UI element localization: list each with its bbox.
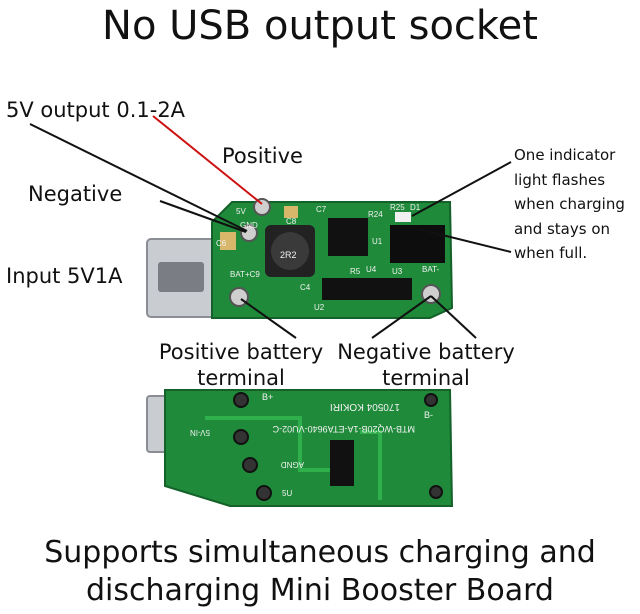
silk-kokiri: 170504 KOKIRI [330,401,400,412]
silk-u2: U2 [314,303,325,312]
silk-c7: C7 [316,205,327,214]
silk-r24: R24 [368,210,383,219]
bottom-pcb-body [164,389,454,507]
silk-gnd: GND [240,221,258,230]
positive-battery-line1: Positive battery [158,340,324,364]
bottom-caption-line1: Supports simultaneous charging and [44,535,596,570]
bottom-pcb: B+ B- 170504 KOKIRI MTB-WQ20B-1A-ETA9640… [146,389,454,507]
silk-d1: D1 [410,203,421,212]
pointer-indicator-top [411,161,512,217]
silk-agnd: AGND [281,460,304,469]
pad-in [233,429,249,445]
indicator-note-line: when full. [514,244,588,262]
pad-b-plus [233,392,249,408]
indicator-display [390,225,445,263]
capacitor-c6 [220,232,236,250]
pad-agnd [242,457,258,473]
negative-battery-label: Negative battery terminal [332,339,520,391]
indicator-note-line: One indicator [514,146,616,164]
pointer-positive [152,115,263,205]
silk-c8: C8 [286,217,297,226]
silk-b-minus: B- [424,410,433,420]
negative-battery-line1: Negative battery [337,340,515,364]
pad-5u [256,485,272,501]
output-pad-positive [253,198,271,216]
input-label: Input 5V1A [6,264,123,288]
positive-battery-line2: terminal [197,366,285,390]
silk-c6: C6 [216,239,227,248]
negative-label: Negative [28,182,123,206]
silk-5v: 5V [236,207,246,216]
silk-2r2: 2R2 [280,250,297,260]
micro-usb-opening [158,262,204,292]
indicator-led [395,212,411,222]
chip-u1 [328,218,368,256]
pointer-negative [159,200,247,233]
indicator-note-line: when charging [514,195,625,213]
bottom-caption-line2: discharging Mini Booster Board [86,573,554,608]
pad-b-minus [424,393,438,407]
silk-u4: U4 [366,265,377,274]
indicator-note-line: and stays on [514,219,611,238]
silk-b-plus: B+ [262,392,273,402]
pointer-indicator-bottom [417,228,512,253]
trace [205,416,330,472]
silk-u3: U3 [392,267,403,276]
positive-battery-label: Positive battery terminal [150,339,332,391]
inductor-core [271,232,309,270]
negative-battery-line2: terminal [382,366,470,390]
silk-c4: C4 [300,283,311,292]
pad-corner [429,485,443,499]
pointer-positive-battery [240,298,297,339]
silk-r5: R5 [350,267,361,276]
pointer-negative-battery-b [430,295,477,339]
top-pcb: GND 5V C8 C6 C7 R24 R25 D1 U1 U3 U4 R5 B… [146,198,454,319]
indicator-note: One indicator light flashes when chargin… [514,143,625,266]
chip-row [322,278,412,300]
silk-u1: U1 [372,237,383,246]
chip-pads-back [330,440,354,486]
positive-label: Positive [222,144,303,168]
pointer-output-negative [29,123,248,232]
silk-part-number: MTB-WQ20B-1A-ETA9640-VU02-C [272,424,415,434]
silk-5v-in: 5V-IN [190,428,210,437]
indicator-note-line: light flashes [514,170,606,189]
silk-bat-plus: BAT+C9 [230,270,260,279]
silk-bat-minus: BAT- [422,265,440,274]
page-title: No USB output socket [102,3,538,49]
silk-r25: R25 [390,203,405,212]
trace [360,430,382,500]
capacitor-c8 [284,206,298,218]
pointer-negative-battery-a [371,295,432,339]
battery-pad-positive [229,287,249,307]
silk-5u: 5U [282,489,292,498]
